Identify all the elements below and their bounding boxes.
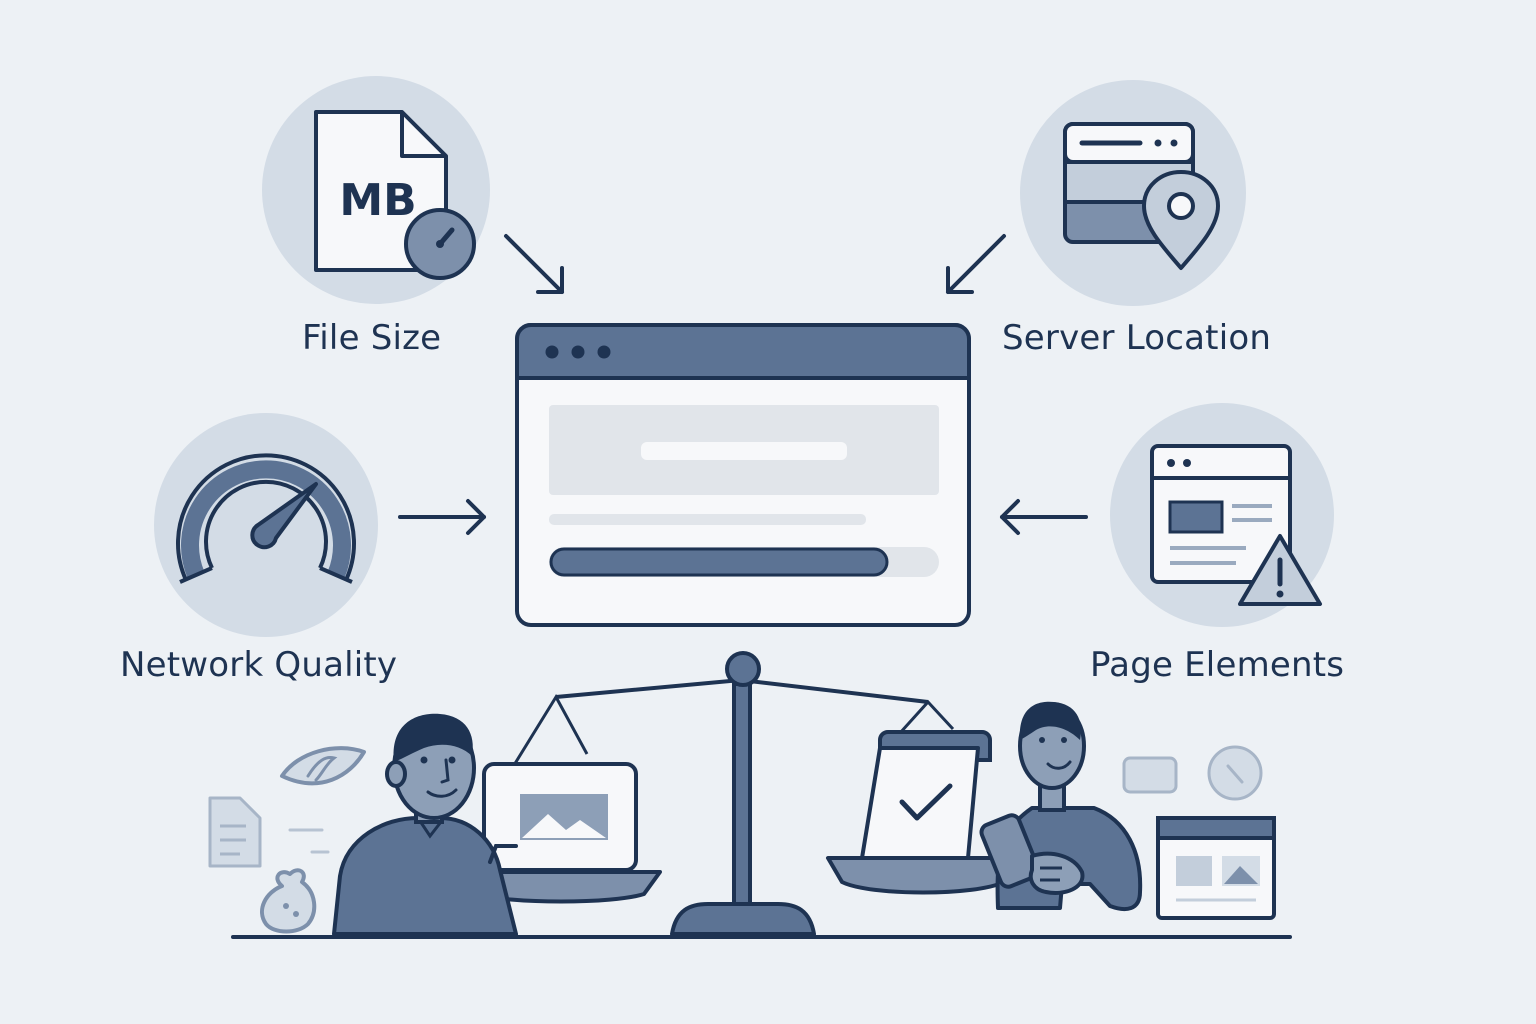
person-left [332, 713, 518, 936]
arrow-network-quality [398, 499, 486, 535]
network-quality-label: Network Quality [120, 645, 398, 685]
server-location-icon [1020, 80, 1246, 306]
motion-lines-icon [288, 828, 330, 854]
server-location-label: Server Location [1002, 318, 1272, 358]
leaf-icon [280, 746, 366, 786]
arrow-page-elements [1000, 499, 1088, 535]
device-checkmark-icon [860, 730, 992, 860]
mini-webpage-icon [1156, 816, 1276, 920]
page-elements-icon [1110, 403, 1334, 627]
laptop-image-icon [482, 762, 638, 872]
person-right [979, 701, 1143, 911]
file-size-label: File Size [302, 318, 442, 358]
clock-icon [1207, 745, 1263, 801]
network-quality-icon [154, 413, 378, 637]
arrow-server-location [946, 234, 1006, 294]
document-icon [208, 796, 262, 868]
file-size-icon: MB [262, 76, 490, 304]
pouch-icon [260, 868, 317, 934]
card-icon [1122, 756, 1178, 794]
browser-window [515, 323, 971, 627]
file-size-badge: MB [339, 175, 416, 226]
balance-scale [460, 651, 1022, 936]
arrow-file-size [504, 234, 564, 294]
loading-progress-fill [549, 547, 889, 577]
page-elements-label: Page Elements [1090, 645, 1345, 685]
